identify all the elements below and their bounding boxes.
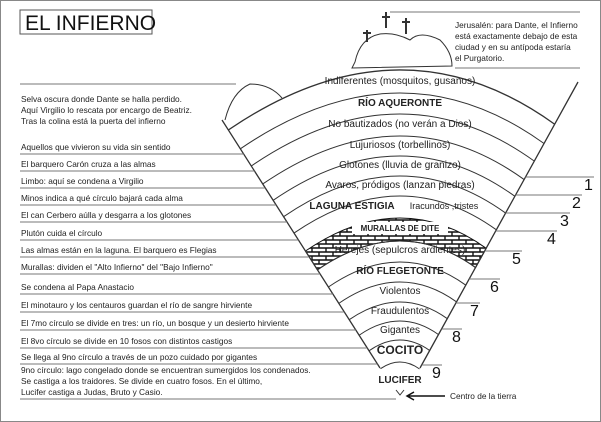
ring-herejes: Herejes (sepulcros ardientes) xyxy=(335,245,466,256)
circle-boundary xyxy=(338,281,457,304)
jerusalem-hill xyxy=(351,33,453,69)
ring-no-bautizados: No bautizados (no verán a Dios) xyxy=(328,119,471,130)
center-label: Centro de la tierra xyxy=(450,391,517,401)
circle-boundary xyxy=(380,361,420,370)
left-note: El barquero Carón cruza a las almas xyxy=(21,159,156,169)
ring-labels: Indiferentes (mosquitos, gusanos) RÍO AQ… xyxy=(309,76,478,386)
circle-boundary xyxy=(293,195,497,234)
left-note: Se condena al Papa Anastacio xyxy=(21,282,134,292)
ring-aqueronte: RÍO AQUERONTE xyxy=(358,96,442,109)
jerusalem-note: Jerusalén: para Dante, el Infierno está … xyxy=(455,20,578,63)
left-note: Murallas: dividen el "Alto Infierno" del… xyxy=(21,262,213,272)
circle-number: 9 xyxy=(432,365,441,382)
circle-boundary xyxy=(283,175,506,218)
note-line: Selva oscura donde Dante se halla perdid… xyxy=(21,94,182,104)
circle-number: 1 xyxy=(584,177,593,194)
circle-boundary xyxy=(262,135,525,185)
note-line: 9no círculo: lago congelado donde se enc… xyxy=(21,365,311,375)
note-line: Jerusalén: para Dante, el Infierno xyxy=(455,20,578,30)
note-line: Tras la colina está la puerta del infier… xyxy=(21,116,166,126)
circle-boundary xyxy=(328,261,467,288)
note-line: está exactamente debajo de esta xyxy=(455,31,578,41)
ring-iracundos: Iracundos ,tristes xyxy=(410,201,479,211)
ring-flegetonte: RÍO FLEGETONTE xyxy=(356,264,444,277)
note-line: Lucifer castiga a Judas, Bruto y Casio. xyxy=(21,387,163,397)
ring-murallas: MURALLAS DE DITE xyxy=(361,224,440,233)
ring-estigia: LAGUNA ESTIGIA xyxy=(309,201,394,212)
title-box xyxy=(19,9,153,35)
circle-boundary xyxy=(348,301,448,321)
ring-lujuriosos: Lujuriosos (torbellinos) xyxy=(350,140,451,151)
walls-label-bg xyxy=(352,222,448,234)
circle-number: 4 xyxy=(547,231,556,248)
page-title: EL INFIERNO xyxy=(25,12,156,35)
circle-number: 7 xyxy=(470,303,479,320)
left-note: Se llega al 9no círculo a través de un p… xyxy=(21,352,257,362)
center-mark xyxy=(395,389,405,396)
note-line: Se castiga a los traidores. Se divide en… xyxy=(21,376,262,386)
ring-fraudulentos: Fraudulentos xyxy=(371,306,429,317)
arrow-left-icon xyxy=(405,391,445,401)
lucifer-label: LUCIFER xyxy=(378,375,422,386)
left-notes: Aquellos que vivieron su vida sin sentid… xyxy=(20,142,378,365)
left-note: Plutón cuida el círculo xyxy=(21,228,103,238)
ring-cocito: COCITO xyxy=(377,343,423,357)
ninth-circle-note: 9no círculo: lago congelado donde se enc… xyxy=(21,365,311,397)
circle-boundary xyxy=(251,113,535,167)
ring-glotones: Glotones (lluvia de granizo) xyxy=(339,160,461,171)
left-note: Limbo: aquí se condena a Virgilio xyxy=(21,176,144,186)
left-note: El 8vo círculo se divide en 10 fosos con… xyxy=(21,336,232,346)
circle-boundary xyxy=(272,155,516,201)
left-note: El 7mo círculo se divide en tres: un río… xyxy=(21,318,289,328)
selva-hill xyxy=(224,83,283,121)
left-note: Aquellos que vivieron su vida sin sentid… xyxy=(21,142,171,152)
left-note: El minotauro y los centauros guardan el … xyxy=(21,300,252,310)
circle-boundary xyxy=(240,92,545,150)
circle-boundary xyxy=(317,240,476,271)
note-line: Aquí Virgilio lo rescata por encargo de … xyxy=(21,105,192,115)
circle-boundary xyxy=(368,339,431,352)
left-note: Las almas están en la laguna. El barquer… xyxy=(21,245,217,255)
circle-number: 8 xyxy=(452,329,461,346)
circle-number: 5 xyxy=(512,251,521,268)
selva-note: Selva oscura donde Dante se halla perdid… xyxy=(21,94,192,126)
crosses-icon xyxy=(363,12,410,42)
circle-number: 2 xyxy=(572,195,581,212)
ring-violentos: Violentos xyxy=(380,286,421,297)
ring-indiferentes: Indiferentes (mosquitos, gusanos) xyxy=(325,76,476,87)
ring-gigantes: Gigantes xyxy=(380,325,420,336)
left-note: El can Cerbero aúlla y desgarra a los gl… xyxy=(21,210,191,220)
circle-boundary xyxy=(358,320,439,336)
circle-boundary xyxy=(228,69,556,131)
note-line: el Purgatorio. xyxy=(455,53,504,63)
left-note: Minos indica a qué círculo bajará cada a… xyxy=(21,193,183,203)
cone-edge xyxy=(221,81,579,369)
circle-number: 6 xyxy=(490,279,499,296)
circle-number: 3 xyxy=(560,213,569,230)
note-line: ciudad y en su antípoda estaría xyxy=(455,42,571,52)
ring-avaros: Avaros, pródigos (lanzan piedras) xyxy=(325,180,474,191)
